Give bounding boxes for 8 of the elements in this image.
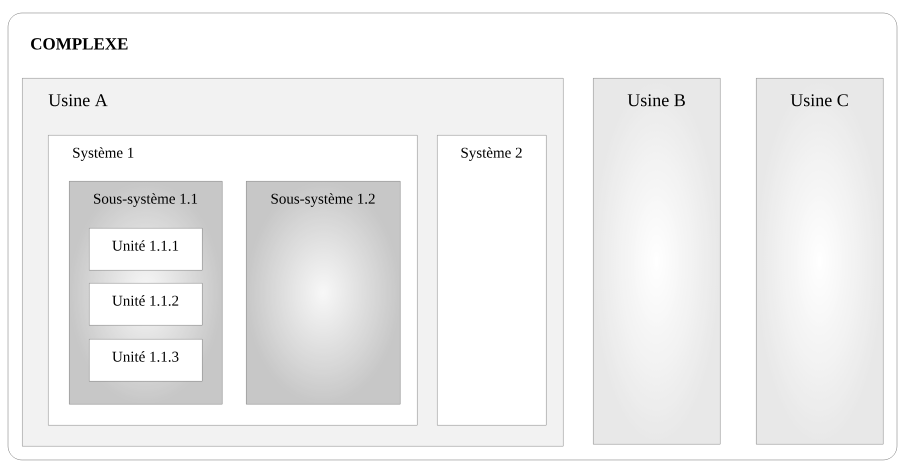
unit-box: Unité 1.1.1 xyxy=(89,228,202,270)
unit-box: Unité 1.1.2 xyxy=(89,283,202,326)
subsystem-box: Sous-système 1.2 xyxy=(246,181,400,404)
unit-box: Unité 1.1.3 xyxy=(89,338,202,382)
system-box: Système 2 xyxy=(437,135,546,426)
title: COMPLEXE xyxy=(31,38,128,50)
plant-box: Usine B xyxy=(593,78,720,444)
plant-box: Usine C xyxy=(756,78,884,444)
